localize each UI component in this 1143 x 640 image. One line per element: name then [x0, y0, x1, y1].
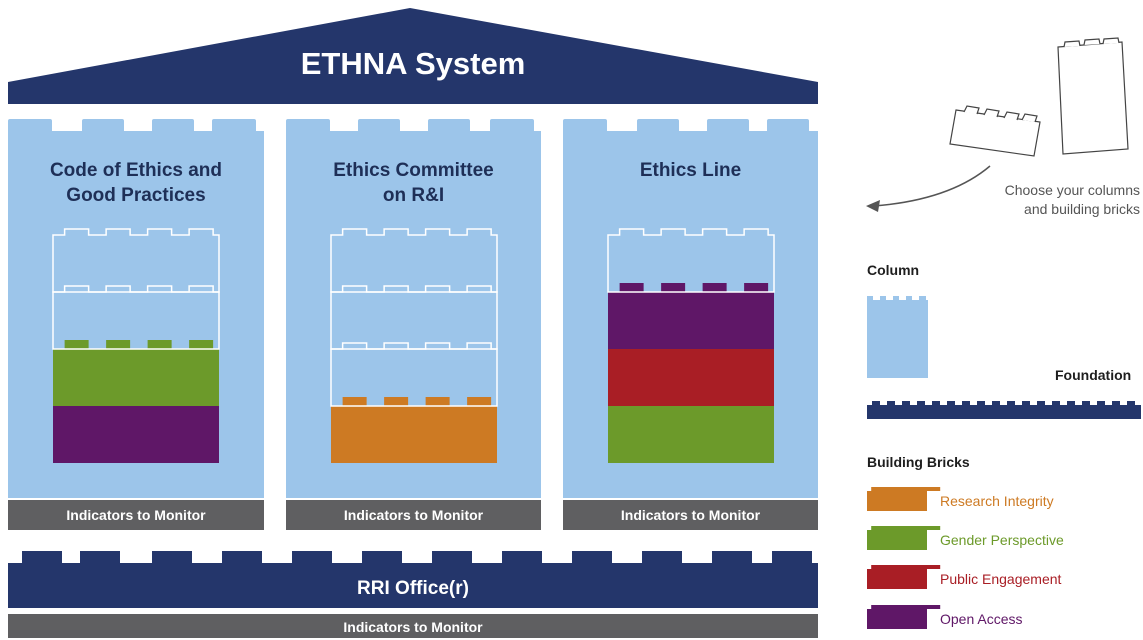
brick-gender-perspective — [608, 397, 774, 463]
foundation-legend-icon — [867, 401, 1141, 419]
roof-title: ETHNA System — [300, 46, 526, 81]
brick-open-access — [608, 283, 774, 349]
brick-stack-1 — [52, 228, 220, 463]
foundation-title: RRI Office(r) — [357, 578, 469, 599]
brick-sketch-icon — [949, 105, 1041, 157]
legend-public-engagement: Public Engagement — [940, 571, 1062, 587]
column-2-title: Ethics Committee on R&I — [286, 158, 541, 208]
column-2-indicators: Indicators to Monitor — [286, 500, 541, 530]
brick-legend-icons — [867, 487, 941, 629]
choose-note-line1: Choose your columns — [1004, 182, 1140, 198]
empty-brick-slot — [330, 228, 498, 293]
legend-foundation-label: Foundation — [1055, 367, 1132, 383]
empty-brick-slot — [607, 228, 775, 293]
column-3-indicators: Indicators to Monitor — [563, 500, 818, 530]
legend-brick-public-engagement-icon — [867, 565, 941, 589]
choose-note: Choose your columns and building bricks — [930, 181, 1140, 219]
roof — [8, 8, 818, 104]
curved-arrow-icon — [866, 165, 991, 212]
empty-brick-slot — [52, 228, 220, 293]
column-legend-icon — [867, 296, 928, 378]
brick-public-engagement — [608, 340, 774, 406]
brick-gender-perspective — [53, 340, 219, 406]
legend-brick-research-integrity-icon — [867, 487, 941, 511]
legend-brick-gender-perspective-icon — [867, 526, 941, 550]
brick-stack-3 — [607, 228, 775, 463]
brick-stack-2 — [330, 228, 498, 463]
legend-research-integrity: Research Integrity — [940, 493, 1054, 509]
foundation — [8, 551, 818, 608]
column-3-title-line1: Ethics Line — [639, 160, 742, 181]
column-1-title-line1: Code of Ethics and — [49, 160, 223, 181]
column-1-title: Code of Ethics and Good Practices — [8, 158, 264, 208]
choose-note-line2: and building bricks — [1024, 201, 1140, 217]
column-1-indicators: Indicators to Monitor — [8, 500, 264, 530]
legend-bricks-heading: Building Bricks — [867, 454, 970, 470]
column-1-title-line2: Good Practices — [66, 185, 206, 206]
column-2-title-line1: Ethics Committee — [333, 160, 494, 181]
column-2-title-line2: on R&I — [382, 185, 445, 206]
column-3-title: Ethics Line — [563, 158, 818, 183]
legend-open-access: Open Access — [940, 611, 1023, 627]
legend-gender-perspective: Gender Perspective — [940, 532, 1064, 548]
legend-column-heading: Column — [867, 262, 920, 278]
brick-research-integrity — [331, 397, 497, 463]
legend-brick-open-access-icon — [867, 605, 941, 629]
brick-open-access — [53, 397, 219, 463]
foundation-indicators: Indicators to Monitor — [8, 614, 818, 638]
column-sketch-icon — [1057, 37, 1129, 155]
